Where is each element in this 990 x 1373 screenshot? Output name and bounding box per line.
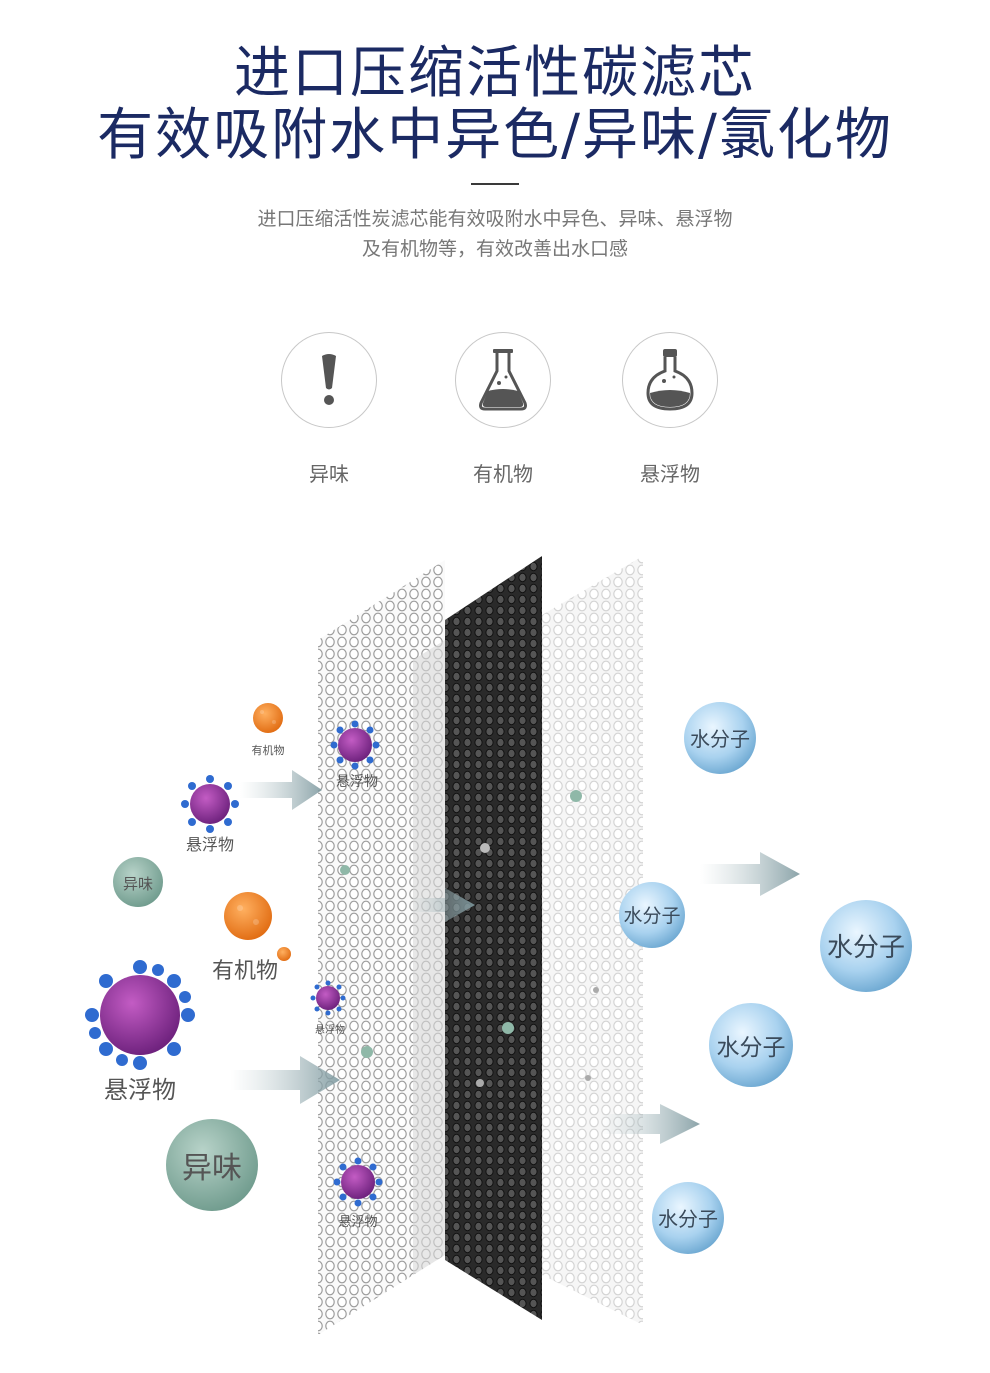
feature-organic: [455, 332, 551, 428]
water-label-1: 水分子: [690, 727, 750, 751]
organic-particle-small: [253, 703, 283, 733]
suspended-particle-3: [330, 720, 380, 770]
suspended-particle-2: [85, 960, 195, 1070]
feature-label-odor: 异味: [309, 462, 349, 486]
flask-icon: [479, 349, 527, 411]
suspended-label-1: 悬浮物: [186, 835, 234, 854]
feature-label-suspended: 悬浮物: [640, 462, 700, 486]
description-line2: 及有机物等，有效改善出水口感: [361, 238, 628, 260]
flow-arrows: [230, 770, 800, 1144]
odor-particle-large: [166, 1119, 258, 1211]
water-molecule-4: [709, 1003, 793, 1087]
water-label-3: 水分子: [827, 933, 905, 963]
filter-bubbles: [340, 790, 599, 1087]
odor-particle-small: [113, 857, 163, 907]
odor-label-small: 异味: [123, 875, 153, 893]
exclamation-icon: [322, 354, 336, 405]
suspended-label-4: 悬浮物: [315, 1023, 345, 1036]
organic-particle-large: [224, 892, 291, 961]
page-title-line2: 有效吸附水中异色/异味/氯化物: [97, 103, 893, 168]
organic-label-large: 有机物: [212, 959, 278, 984]
water-label-5: 水分子: [658, 1207, 718, 1231]
water-label-4: 水分子: [717, 1035, 786, 1061]
water-molecule-5: [652, 1182, 724, 1254]
suspended-particle-4: [310, 980, 346, 1016]
feature-odor: [281, 332, 377, 428]
suspended-label-5: 悬浮物: [338, 1215, 377, 1230]
filter-layer-carbon: [445, 556, 542, 1320]
water-label-2: 水分子: [623, 905, 680, 927]
filter-layer-gray: [413, 640, 445, 1275]
suspended-label-3: 悬浮物: [336, 774, 378, 790]
water-molecule-2: [619, 882, 685, 948]
stoppered-flask-icon: [646, 349, 694, 411]
description-line1: 进口压缩活性炭滤芯能有效吸附水中异色、异味、悬浮物: [257, 208, 733, 230]
suspended-label-2: 悬浮物: [104, 1076, 176, 1104]
title-divider: [471, 183, 519, 185]
feature-suspended: [622, 332, 718, 428]
water-molecule-3: [820, 900, 912, 992]
feature-label-organic: 有机物: [473, 462, 533, 486]
filter-layer-white: [542, 556, 643, 1325]
organic-label-small: 有机物: [252, 743, 285, 757]
odor-label-large: 异味: [182, 1151, 242, 1186]
page-title-line1: 进口压缩活性碳滤芯: [234, 41, 756, 106]
suspended-particle-5: [333, 1157, 383, 1207]
water-molecule-1: [684, 702, 756, 774]
suspended-particle-1: [181, 775, 239, 833]
